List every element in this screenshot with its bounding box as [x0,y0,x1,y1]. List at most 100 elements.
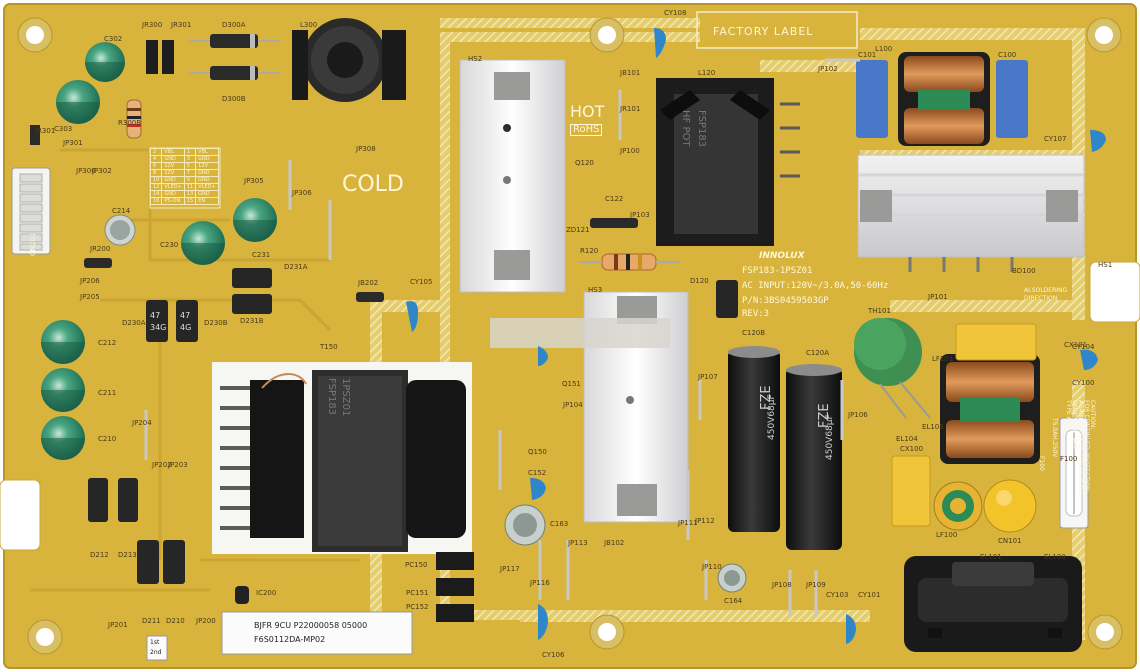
pin-table-cell: GND [161,176,185,184]
ref-designator: JP117 [500,565,520,573]
ref-designator: PC150 [405,561,428,569]
ref-designator: BD100 [1012,267,1036,275]
pin-table-cell: GND [161,155,185,163]
hot-marking: HOT [570,102,605,121]
ref-designator: D230A [122,319,146,327]
ref-designator: IC200 [256,589,277,597]
ref-designator: C303 [54,125,73,133]
ref-designator: JP112 [695,517,715,525]
ref-designator: JR301 [35,127,56,135]
pin-table-cell: 10 [149,176,163,184]
ref-designator: D212 [90,551,109,559]
ref-designator: F100 [1060,455,1078,463]
ref-designator: JP202 [152,461,172,469]
pin-table-cell: 12V [161,162,185,170]
factory-label: FACTORY LABEL [713,25,814,38]
ref-designator: Q150 [528,448,547,456]
ref-designator: HS2 [468,55,483,63]
ref-designator: EL101 [980,553,1002,561]
brand-logo: INNOLUX [759,251,805,261]
ref-designator: JP205 [80,293,100,301]
mounting-holes [17,17,1123,655]
emi-filter-lf101 [940,354,1040,464]
transformer-t150-mark-1: 1PSZ01 [340,378,351,417]
ref-designator: CY105 [410,278,433,286]
ref-designator: C100 [998,51,1017,59]
ref-designator: JR301 [171,21,192,29]
ref-designator: JP102 [818,65,838,73]
transformer-t150 [212,362,472,554]
model-line-3: P/N:3BS0459503GP [742,296,829,306]
pin-table-cell: GND [161,190,185,198]
ref-designator: Q151 [562,380,581,388]
pin-table-cell: 2 [149,148,163,156]
green-capacitors [41,42,277,460]
heatsink-hs1 [857,154,1085,272]
pin-table-cell: VLED+ [195,183,219,191]
model-line-4: REV:3 [742,309,770,319]
pin-table-cell: GND [195,155,219,163]
ref-designator: C163 [550,520,569,528]
sticker-line-1: BJFR 9CU P22000058 05000 [254,621,368,630]
pin-table-cell: GND [195,176,219,184]
ref-designator: C120A [806,349,830,357]
ac-input-connector [904,556,1082,652]
sticker-line-2: F6S0112DA-MP02 [254,635,326,644]
ref-designator: CY100 [1072,379,1095,387]
ref-designator: LF101 [932,355,954,363]
ref-designator: JP300 [76,167,96,175]
ref-designator: D210 [166,617,185,625]
transformer-l120 [656,78,800,246]
transformer-l120-mark-1: FSP183 [696,110,707,148]
ref-designator: CX100 [900,445,924,453]
fuse-id: F100 [1038,456,1045,471]
ref-designator: C164 [724,597,743,605]
ref-designator: JP109 [806,581,826,589]
pin-table-cell: 3 [183,155,197,163]
ref-designator: C101 [858,51,877,59]
ref-designator: JP113 [568,539,588,547]
pin-table-cell: 6 [149,162,163,170]
ref-designator: JP200 [196,617,216,625]
ref-designator: L100 [875,45,893,53]
pin-table-cell: 16 [149,197,163,205]
ref-designator: CY107 [1044,135,1067,143]
ref-designator: PC151 [406,589,429,597]
ref-designator: JP302 [92,167,112,175]
ref-designator: JP107 [698,373,718,381]
pin-table-cell: PS-ON [161,197,185,205]
ref-designator: ZD121 [566,226,590,234]
caution-text: CAUTION: FOR CONTINUED PROTECTION AGAINS… [1065,400,1096,497]
output-connector [11,167,51,255]
ref-designator: JB101 [620,69,641,77]
ref-designator: CY101 [858,591,881,599]
ref-designator: JP104 [563,401,583,409]
pin-table-cell: GND [195,190,219,198]
ref-designator: JP116 [530,579,550,587]
fuse-rating: T5.0AH,250V [1051,418,1058,458]
transformer-t150-mark-2: FSP183 [326,378,337,416]
ref-designator: JP101 [928,293,948,301]
ref-designator: HS1 [1098,261,1113,269]
ref-designator: JR101 [620,105,641,113]
pin-table-cell: 5 [183,162,197,170]
pin-table-cell: VBL [195,148,219,156]
cap-c120b-rating: 450V68μF [767,394,777,440]
ref-designator: JB202 [358,279,379,287]
ref-designator: JP308 [356,145,376,153]
ref-designator: EL100 [1044,553,1066,561]
rohs-marking: RoHS [570,124,603,136]
ref-designator: C211 [98,389,117,397]
pin-table-cell: VLED+ [161,183,185,191]
ref-designator: JB102 [604,539,625,547]
ref-designator: R300B [118,119,142,127]
ref-designator: JP110 [702,563,722,571]
pin-table-cell: 7 [183,169,197,177]
ref-designator: JP301 [63,139,83,147]
barcode-sticker [146,611,413,661]
